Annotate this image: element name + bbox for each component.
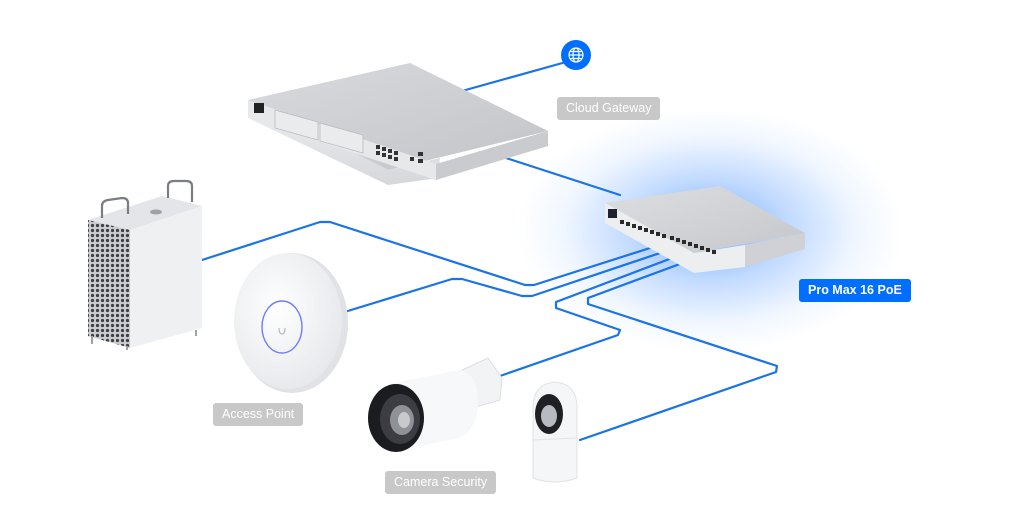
pro-max-16-poe-label[interactable]: Pro Max 16 PoE (799, 279, 911, 302)
internet-node[interactable] (561, 40, 591, 70)
cloud-gateway-label[interactable]: Cloud Gateway (557, 97, 661, 120)
wire-switch-dome-camera (578, 256, 779, 442)
gateway-display (254, 103, 264, 113)
dome-camera-device[interactable] (527, 378, 587, 488)
access-point-label[interactable]: Access Point (213, 403, 304, 426)
globe-icon (568, 47, 584, 63)
camera-security-label[interactable]: Camera Security (385, 471, 497, 494)
wire-gateway-switch (501, 155, 622, 197)
wire-switch-access-point (336, 249, 668, 316)
ubiquiti-logo-icon (278, 327, 286, 335)
wire-switch-bullet-camera (498, 253, 682, 378)
wire-switch-workstation (200, 220, 652, 287)
workstation-device[interactable] (80, 178, 210, 350)
switch-display (608, 209, 617, 218)
cloud-gateway-device[interactable] (240, 60, 555, 185)
pro-max-16-poe-switch[interactable] (600, 183, 810, 273)
bullet-camera-device[interactable] (360, 350, 510, 460)
wire-internet-gateway (460, 60, 568, 93)
access-point-device[interactable] (230, 247, 350, 397)
